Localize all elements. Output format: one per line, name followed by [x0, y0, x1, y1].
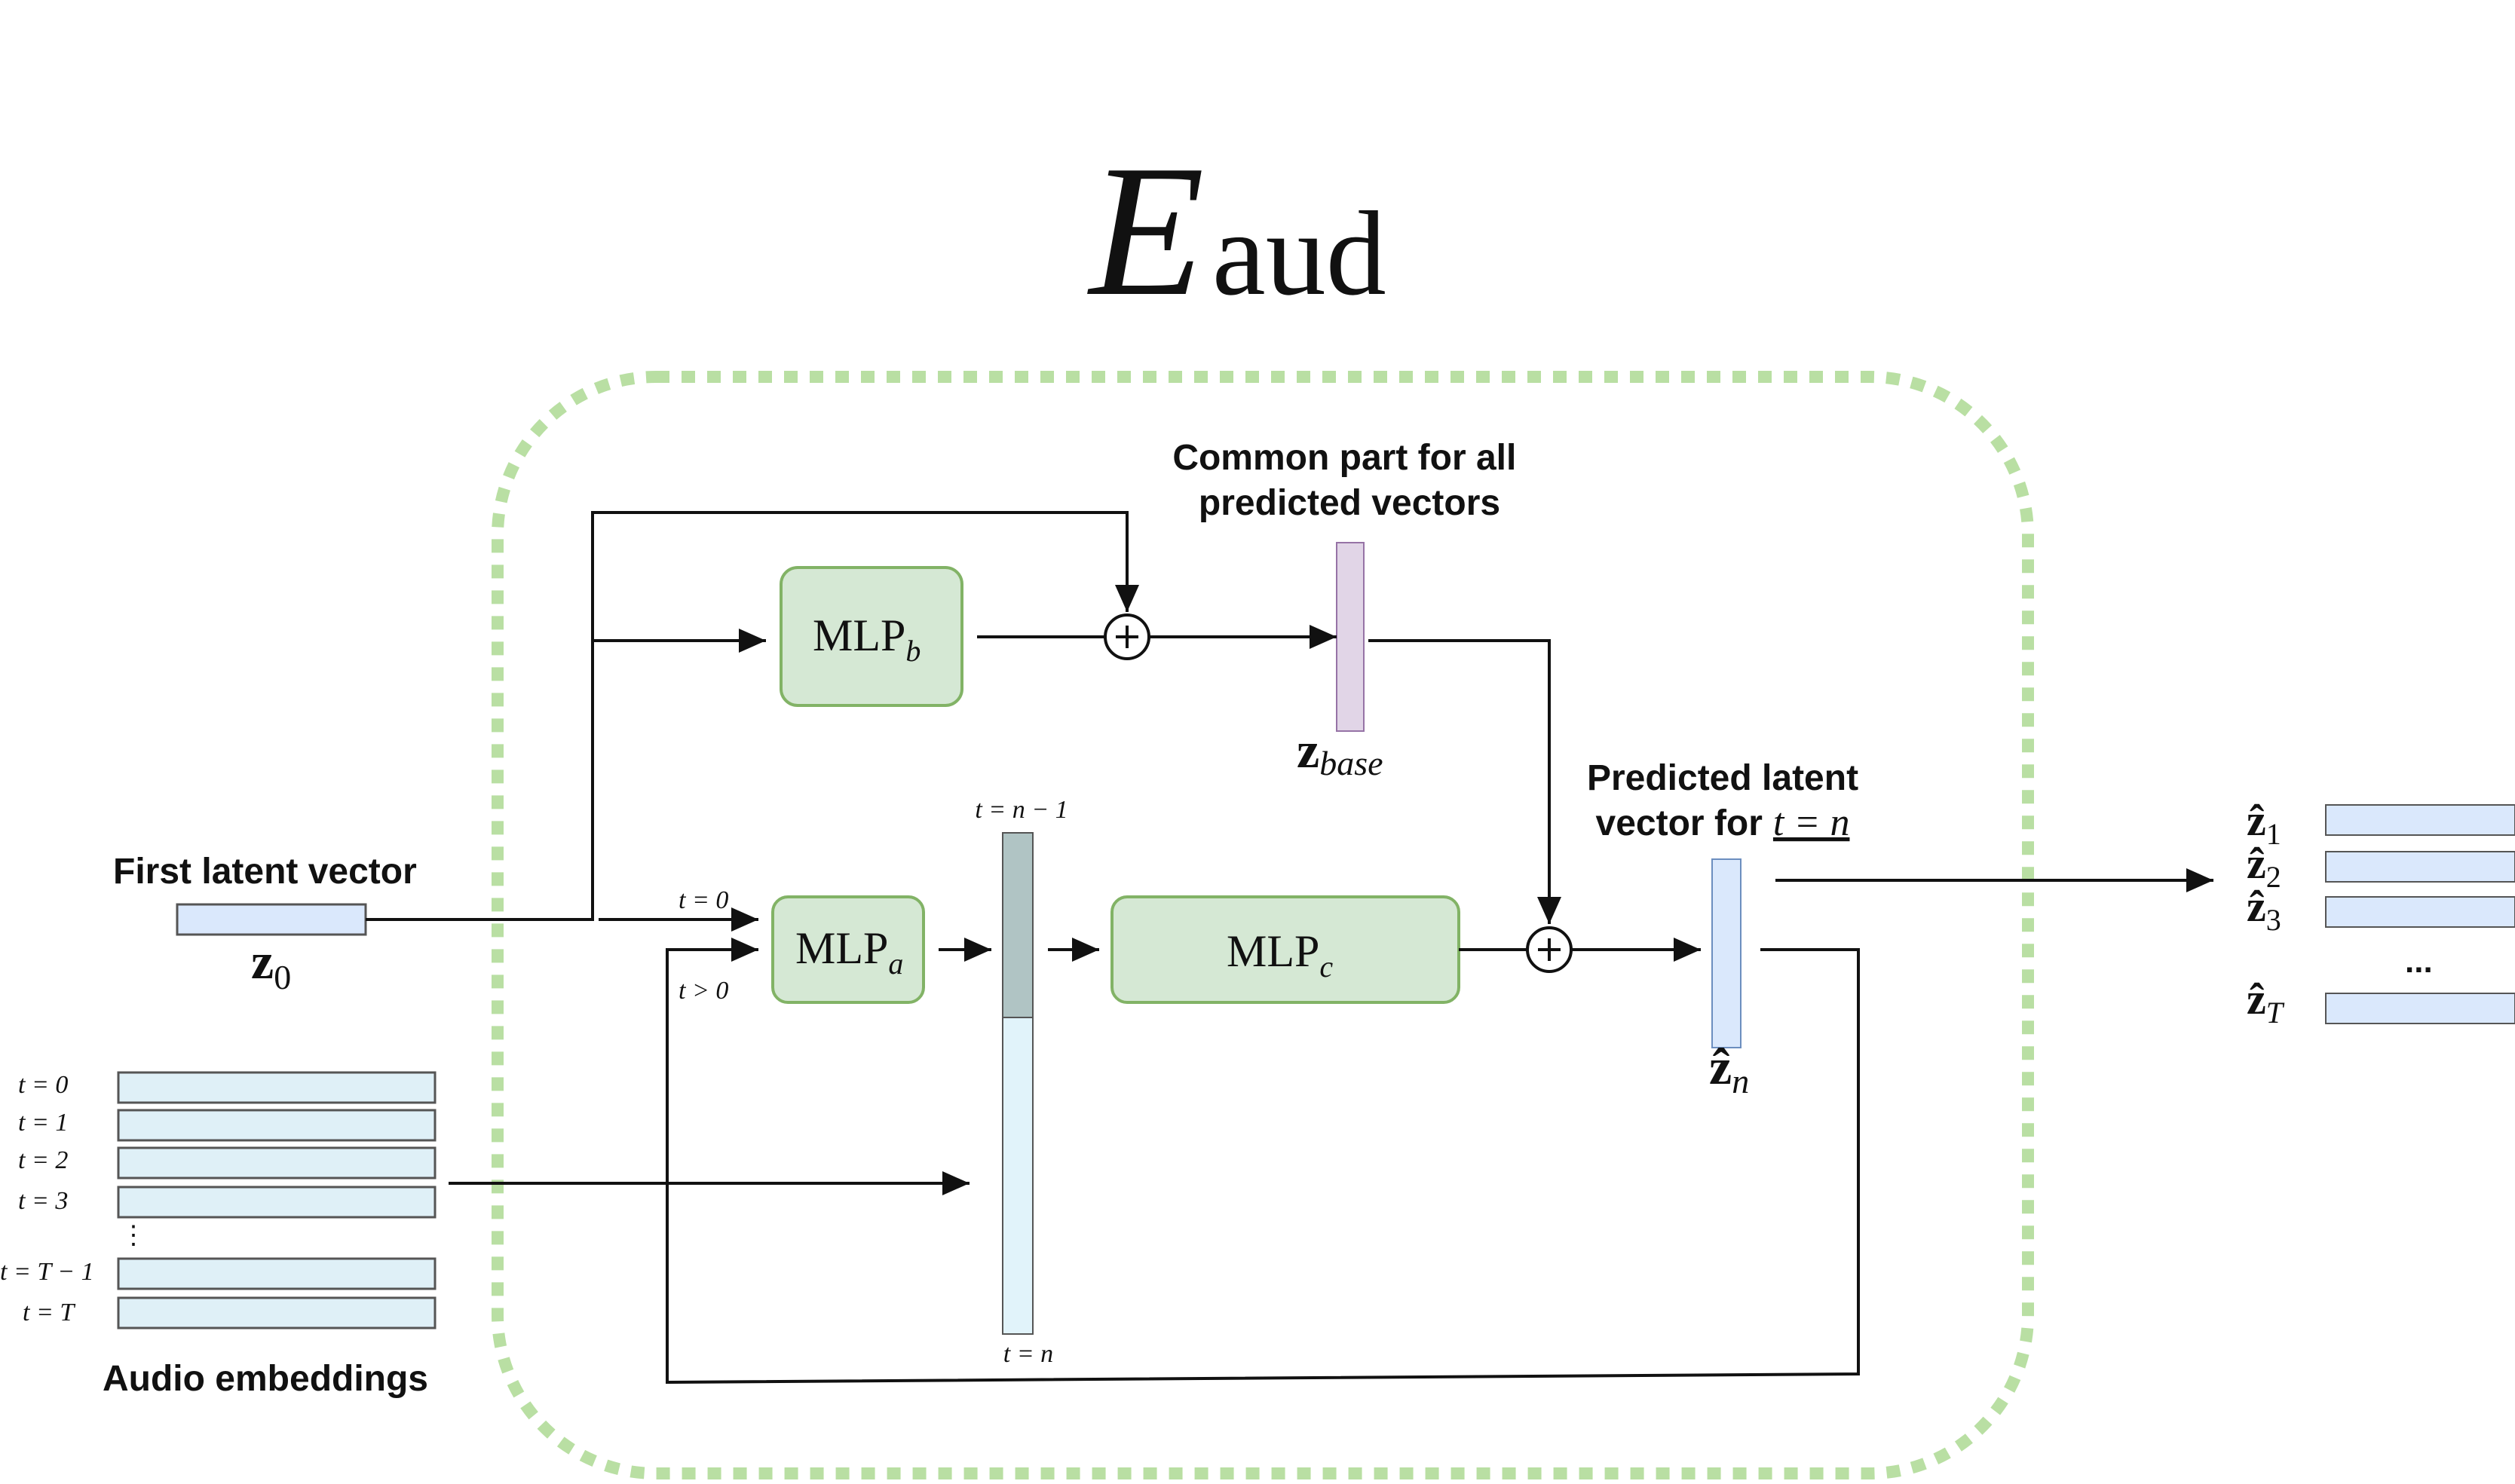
predicted-line2: vector for — [1596, 803, 1763, 843]
z0-sub: 0 — [274, 958, 291, 996]
history-label-tn: t = n — [1003, 1340, 1053, 1368]
first-latent-label: First latent vector — [113, 852, 417, 892]
mlp-a-sub: a — [888, 947, 903, 981]
output-base: ẑ — [2247, 882, 2266, 931]
common-line1: Common part for all — [1172, 438, 1516, 478]
output-sub: 2 — [2266, 860, 2281, 894]
output-sub: T — [2266, 996, 2285, 1030]
audio-embedding-bar — [117, 1257, 437, 1290]
output-bar — [2325, 851, 2515, 883]
mlp-a-label: MLPa — [795, 923, 903, 981]
audio-step-label: ⋮ — [121, 1222, 146, 1250]
output-base: ẑ — [2247, 796, 2266, 845]
zn-base: ẑ — [1709, 1038, 1732, 1095]
zbase-to-sum-line — [1368, 639, 1561, 924]
output-label: ẑ1 — [2247, 796, 2281, 851]
sum-node-bottom — [1526, 926, 1573, 973]
z0-bar — [176, 903, 367, 936]
audio-embedding-bar — [117, 1186, 437, 1219]
predicted-math: t = n — [1773, 801, 1850, 844]
audio-embeddings-list: t = 0 t = 1 t = 2 t = 3 ⋮ t = T − 1 t = … — [0, 1071, 437, 1329]
diagram-title: Eaud — [1087, 127, 1386, 335]
zn-sub: n — [1732, 1062, 1749, 1100]
output-label: ẑT — [2247, 975, 2285, 1030]
output-list: ẑ1 ẑ2 ẑ3 ... ẑT — [2247, 796, 2515, 1030]
zn-bar — [1711, 858, 1742, 1048]
audio-step-label: t = 2 — [18, 1146, 68, 1174]
output-dots: ... — [2405, 943, 2433, 980]
feedback-loop-line — [666, 938, 1860, 1385]
mlp-a-base: MLP — [795, 923, 888, 973]
mlp-a-box — [771, 895, 925, 1004]
audio-step-label: t = T − 1 — [0, 1258, 94, 1286]
audio-step-label: t = 1 — [18, 1109, 68, 1137]
output-sub: 3 — [2266, 903, 2281, 937]
output-bar — [2325, 993, 2515, 1024]
common-line2: predicted vectors — [1199, 483, 1500, 523]
output-sub: 1 — [2266, 817, 2281, 851]
encoder-boundary — [492, 371, 2034, 1479]
input-label-t0: t = 0 — [679, 886, 728, 914]
connections — [366, 511, 2213, 1385]
mlp-c-base: MLP — [1227, 926, 1319, 976]
zbase-label: zbase — [1297, 721, 1383, 782]
zbase-sub: base — [1319, 744, 1383, 782]
mlp-b-label: MLPb — [813, 610, 921, 668]
history-label-tn1: t = n − 1 — [975, 796, 1068, 824]
output-bar — [2325, 896, 2515, 928]
audio-embeddings-label: Audio embeddings — [103, 1359, 428, 1399]
output-base: ẑ — [2247, 839, 2266, 888]
output-base: ẑ — [2247, 975, 2266, 1024]
title-sub: aud — [1212, 186, 1386, 320]
z0-label: z0 — [251, 932, 291, 996]
audio-step-label: t = 3 — [18, 1187, 68, 1215]
audio-step-label: t = 0 — [18, 1071, 68, 1099]
mlp-c-sub: c — [1319, 950, 1333, 984]
audio-embedding-bar — [117, 1071, 437, 1104]
mlp-b-box — [780, 566, 963, 707]
output-label: ẑ3 — [2247, 882, 2281, 937]
audio-embedding-bar — [117, 1146, 437, 1180]
audio-embedding-bar — [117, 1109, 437, 1142]
sum-node-top — [1104, 613, 1150, 660]
zbase-bar — [1336, 542, 1365, 732]
audio-step-label: t = T — [23, 1299, 75, 1326]
z0-base: z — [251, 932, 274, 990]
predicted-line1: Predicted latent — [1587, 758, 1858, 798]
history-bar-light — [1002, 1017, 1034, 1335]
zn-label: ẑn — [1709, 1038, 1749, 1100]
title-main: E — [1087, 127, 1205, 335]
mlp-b-base: MLP — [813, 610, 905, 660]
predicted-latent-label: Predicted latent — [1587, 758, 1858, 798]
zbase-base: z — [1297, 721, 1319, 779]
output-bar — [2325, 804, 2515, 836]
output-label: ẑ2 — [2247, 839, 2281, 894]
common-part-label: Common part for all predicted vectors — [1172, 438, 1526, 523]
mlp-b-sub: b — [905, 634, 921, 668]
history-bar-dark — [1002, 832, 1034, 1018]
input-label-tgt0: t > 0 — [679, 977, 728, 1005]
mlp-c-label: MLPc — [1227, 926, 1333, 984]
audio-embedding-bar — [117, 1296, 437, 1329]
z0-to-branch-line — [366, 511, 1139, 921]
